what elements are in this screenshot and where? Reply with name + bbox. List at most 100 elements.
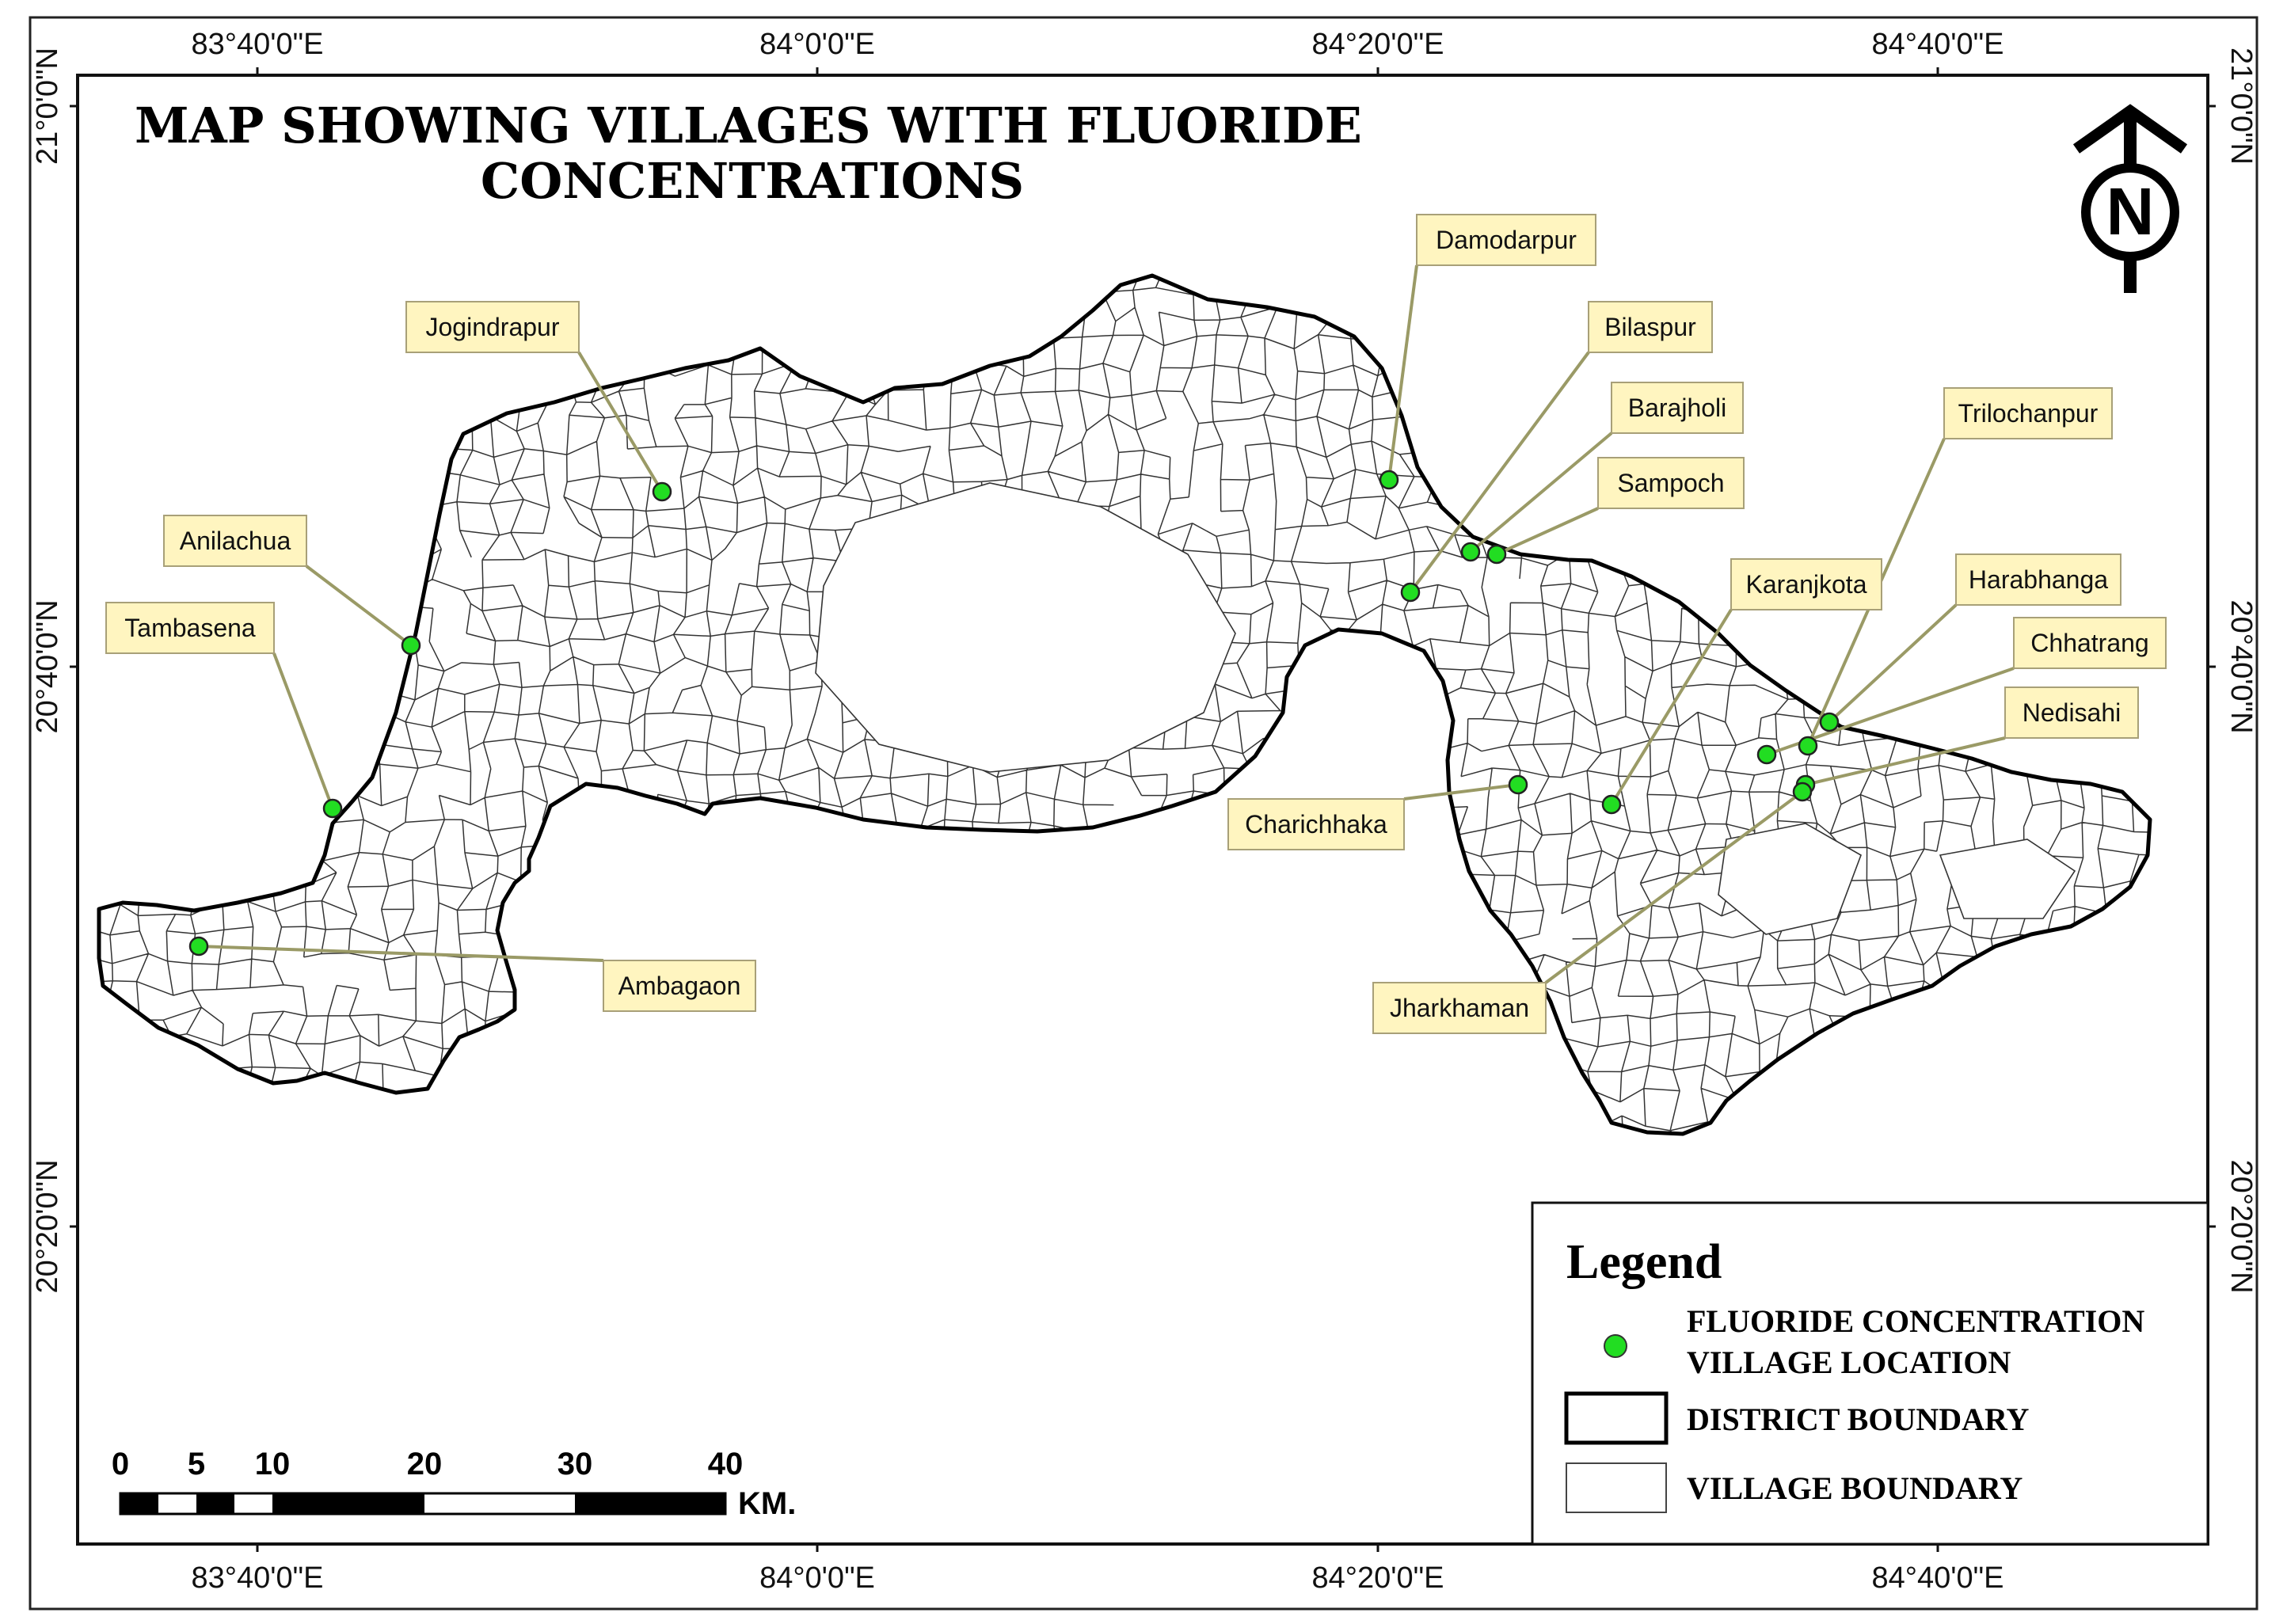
leader-line-barajholi: [1469, 432, 1613, 553]
village-label-trilochanpur[interactable]: Trilochanpur: [1943, 387, 2113, 439]
village-point-damodarpur[interactable]: [1379, 470, 1399, 490]
village-label-jogindrapur[interactable]: Jogindrapur: [405, 301, 580, 353]
village-point-jogindrapur[interactable]: [652, 481, 672, 502]
legend-district-symbol: [1564, 1391, 1669, 1445]
village-label-box: [1955, 553, 2121, 606]
legend-item-points-line-2: VILLAGE LOCATION: [1687, 1344, 2011, 1380]
village-label-barajholi[interactable]: Barajholi: [1611, 382, 1744, 434]
village-label-charichhaka[interactable]: Charichhaka: [1227, 798, 1405, 850]
graticule-ticks: [70, 67, 2216, 1552]
lat-label-right-3: 20°20'0"N: [2224, 1159, 2258, 1293]
village-label-text: Trilochanpur: [1958, 399, 2099, 428]
lon-label-bottom-1: 83°40'0"E: [192, 1561, 324, 1595]
leader-line-ambagaon: [198, 945, 604, 962]
village-label-text: Barajholi: [1628, 394, 1727, 422]
village-label-nedisahi[interactable]: Nedisahi: [2004, 686, 2139, 739]
leader-line-harabhanga: [1828, 603, 1958, 724]
village-label-box: [1943, 387, 2113, 439]
legend-village-symbol: [1566, 1462, 1667, 1513]
village-label-box: [1588, 301, 1713, 353]
village-label-box: [603, 960, 756, 1012]
scale-tick-40: 40: [708, 1447, 744, 1481]
village-label-box: [405, 301, 580, 353]
lat-label-right-1: 21°0'0"N: [2224, 48, 2258, 165]
village-point-karanjkota[interactable]: [1601, 794, 1622, 815]
village-point-tambasena[interactable]: [322, 798, 343, 819]
leader-line-bilaspur: [1409, 351, 1590, 594]
village-label-tambasena[interactable]: Tambasena: [105, 602, 275, 654]
village-point-jharkhaman[interactable]: [1792, 782, 1813, 802]
village-label-text: Tambasena: [124, 614, 256, 642]
scale-bar: 0 5 10 20 30 40 KM.: [112, 1447, 796, 1521]
scale-tick-5: 5: [188, 1447, 205, 1481]
village-point-harabhanga[interactable]: [1819, 712, 1840, 732]
district: [97, 273, 2152, 1136]
leader-line-karanjkota: [1610, 608, 1733, 806]
village-point-trilochanpur[interactable]: [1798, 736, 1818, 756]
lat-label-left-1: 21°0'0"N: [31, 48, 64, 165]
village-label-jharkhaman[interactable]: Jharkhaman: [1372, 982, 1547, 1034]
village-point-barajholi[interactable]: [1460, 542, 1481, 562]
village-point-charichhaka[interactable]: [1508, 774, 1528, 795]
village-label-box: [105, 602, 275, 654]
lon-label-bottom-2: 84°0'0"E: [759, 1561, 875, 1595]
leader-line-damodarpur: [1387, 264, 1418, 481]
leader-line-jharkhaman: [1544, 790, 1804, 984]
legend-item-district: DISTRICT BOUNDARY: [1687, 1402, 2029, 1437]
village-label-box: [1372, 982, 1547, 1034]
lon-label-top-1: 83°40'0"E: [192, 28, 324, 61]
village-point-sampoch[interactable]: [1486, 544, 1507, 565]
large-village-polygon-1: [815, 482, 1236, 773]
lon-label-bottom-3: 84°20'0"E: [1312, 1561, 1444, 1595]
village-label-text: Nedisahi: [2023, 698, 2121, 727]
village-point-chhatrang[interactable]: [1756, 744, 1777, 765]
scale-unit: KM.: [738, 1486, 796, 1521]
large-village-polygon-3: [1939, 839, 2076, 919]
village-label-box: [2004, 686, 2139, 739]
leader-lines: [198, 264, 2015, 984]
village-label-box: [2013, 617, 2167, 669]
village-label-text: Karanjkota: [1746, 570, 1867, 599]
lon-label-bottom-4: 84°40'0"E: [1872, 1561, 2004, 1595]
village-label-chhatrang[interactable]: Chhatrang: [2013, 617, 2167, 669]
lon-label-top-2: 84°0'0"E: [759, 28, 875, 61]
village-label-text: Sampoch: [1617, 469, 1724, 497]
village-point-ambagaon[interactable]: [188, 936, 209, 957]
scale-tick-0: 0: [112, 1447, 129, 1481]
village-label-box: [1730, 558, 1882, 610]
village-label-bilaspur[interactable]: Bilaspur: [1588, 301, 1713, 353]
village-label-harabhanga[interactable]: Harabhanga: [1955, 553, 2121, 606]
village-label-text: Charichhaka: [1245, 810, 1387, 839]
large-village-polygon-2: [1718, 823, 1862, 935]
village-point-bilaspur[interactable]: [1400, 582, 1421, 603]
map-title-line-1: MAP SHOWING VILLAGES WITH FLUORIDE: [135, 97, 1362, 154]
village-point-anilachua[interactable]: [401, 635, 421, 656]
leader-line-nedisahi: [1805, 736, 2006, 786]
village-label-karanjkota[interactable]: Karanjkota: [1730, 558, 1882, 610]
village-label-damodarpur[interactable]: Damodarpur: [1416, 214, 1596, 266]
lat-label-left-3: 20°20'0"N: [31, 1159, 64, 1293]
outer-frame: [29, 16, 2258, 1611]
scale-tick-10: 10: [255, 1447, 291, 1481]
north-arrow-icon: N: [2072, 104, 2188, 293]
village-label-text: Jharkhaman: [1390, 994, 1529, 1022]
lon-label-top-3: 84°20'0"E: [1312, 28, 1444, 61]
lon-label-top-4: 84°40'0"E: [1872, 28, 2004, 61]
village-label-box: [1227, 798, 1405, 850]
legend-title: Legend: [1566, 1235, 1722, 1289]
legend-item-village: VILLAGE BOUNDARY: [1687, 1470, 2023, 1506]
leader-line-tambasena: [272, 652, 334, 809]
scale-tick-20: 20: [407, 1447, 443, 1481]
village-label-box: [163, 515, 307, 567]
leader-line-charichhaka: [1403, 783, 1519, 801]
village-label-sampoch[interactable]: Sampoch: [1597, 457, 1745, 509]
map-title-line-2: CONCENTRATIONS: [481, 152, 1024, 210]
village-label-text: Bilaspur: [1604, 313, 1696, 341]
lat-label-left-2: 20°40'0"N: [31, 599, 64, 733]
legend: Legend FLUORIDE CONCENTRATION VILLAGE LO…: [1531, 1201, 2209, 1546]
village-label-ambagaon[interactable]: Ambagaon: [603, 960, 756, 1012]
scale-tick-30: 30: [557, 1447, 593, 1481]
village-label-anilachua[interactable]: Anilachua: [163, 515, 307, 567]
